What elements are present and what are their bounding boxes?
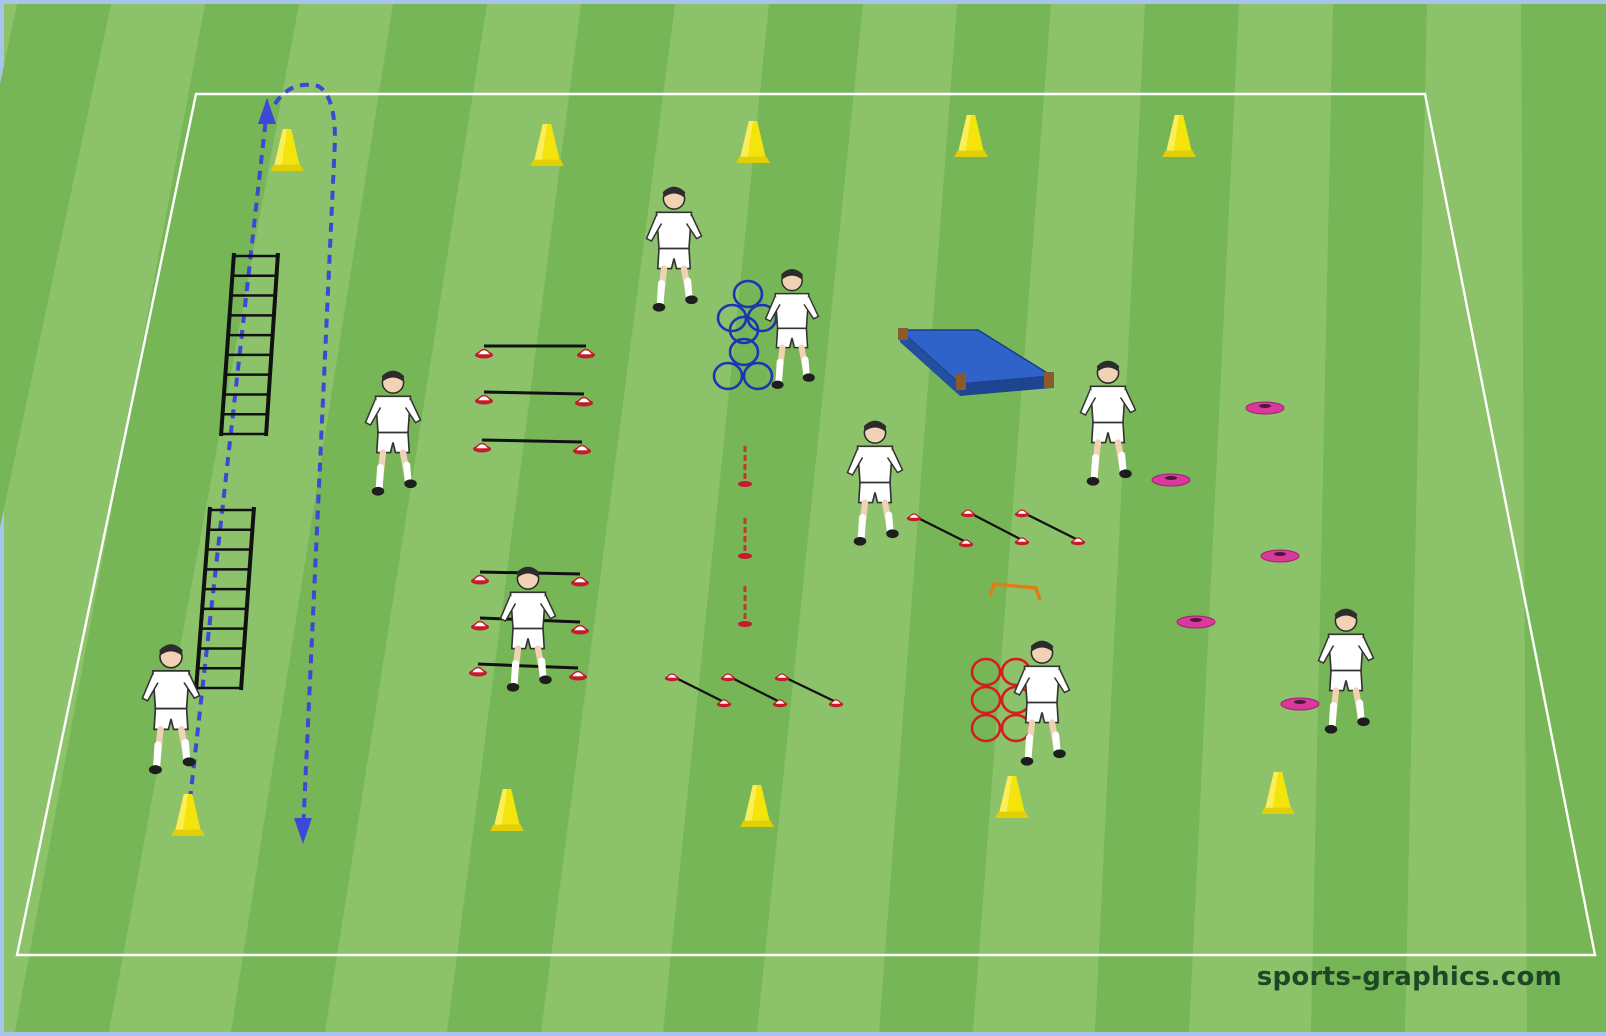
marker-disc-icon [1281,698,1319,710]
marker-disc-icon [1177,616,1215,628]
grass-stripe [1521,4,1606,1032]
watermark-text: sports-graphics.com [1257,962,1562,992]
marker-disc-icon [1261,550,1299,562]
marker-disc-icon [1246,402,1284,414]
grass-stripes [0,4,1606,1032]
marker-disc-icon [1152,474,1190,486]
